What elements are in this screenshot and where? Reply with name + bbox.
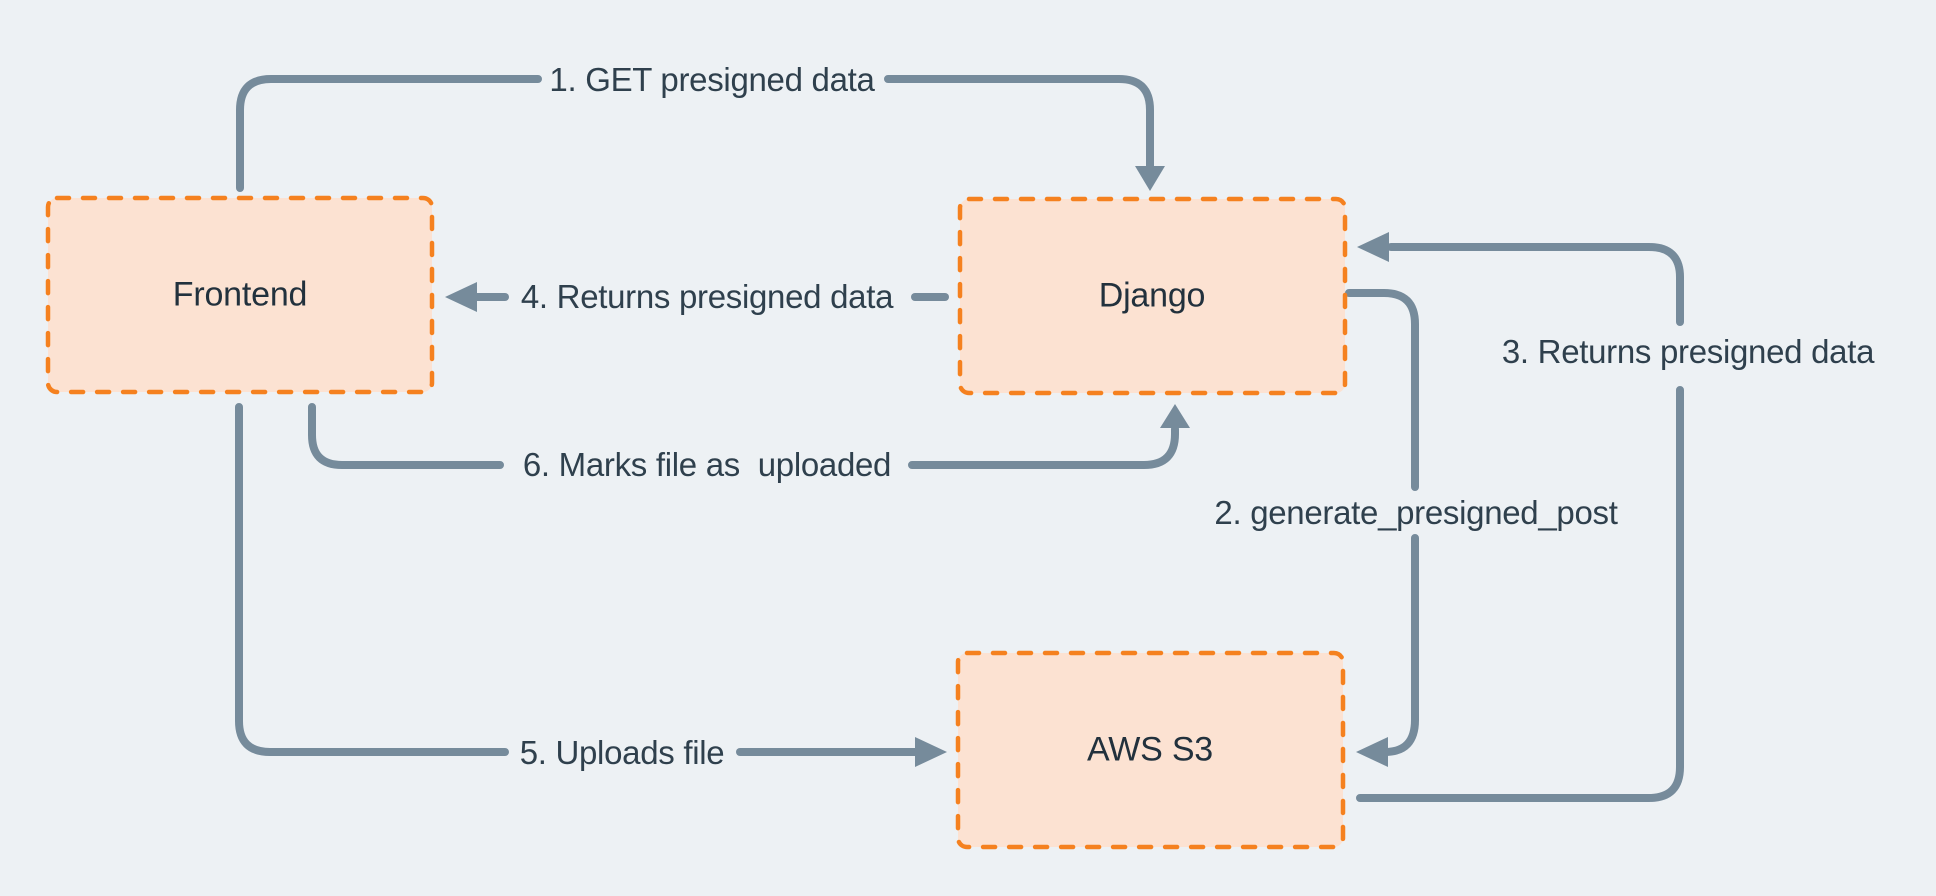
edge-3-returns-presigned-data xyxy=(1356,232,1684,802)
edge-1-arrowhead xyxy=(1135,166,1165,191)
edge-5-label: 5. Uploads file xyxy=(519,734,725,771)
edge-5-uploads-file xyxy=(235,403,947,767)
node-django-label: Django xyxy=(1098,276,1206,315)
edge-4-arrowhead xyxy=(445,282,477,312)
edge-3-arrowhead xyxy=(1357,232,1389,262)
edge-2-line-end xyxy=(1381,534,1419,756)
edge-6-line-end xyxy=(908,425,1179,469)
edge-4-returns-presigned-data xyxy=(445,282,949,312)
edge-4-label: 4. Returns presigned data xyxy=(520,278,894,315)
edge-2-line-start xyxy=(1345,289,1419,491)
node-aws-s3-label: AWS S3 xyxy=(1086,730,1214,769)
edge-2-generate-presigned-post xyxy=(1345,289,1419,767)
node-frontend-label: Frontend xyxy=(172,275,308,314)
edge-6-marks-file-uploaded xyxy=(308,403,1190,469)
edge-3-line-start xyxy=(1356,386,1684,802)
edge-2-label: 2. generate_presigned_post xyxy=(1214,494,1618,531)
edge-1-line-end xyxy=(884,75,1154,171)
node-django-box xyxy=(957,196,1348,396)
edge-3-line-end xyxy=(1387,243,1684,326)
edge-6-label: 6. Marks file as uploaded xyxy=(522,446,892,483)
node-frontend-box xyxy=(45,195,435,395)
edge-1-get-presigned-data xyxy=(236,75,1165,192)
edge-5-arrowhead xyxy=(915,737,947,767)
edge-3-label: 3. Returns presigned data xyxy=(1501,333,1875,370)
edge-1-line-start xyxy=(236,75,542,192)
edge-6-arrowhead xyxy=(1160,404,1190,428)
edge-5-line-start xyxy=(235,403,509,756)
node-aws-s3-box xyxy=(955,650,1346,850)
edge-1-label: 1. GET presigned data xyxy=(549,61,875,98)
edge-6-line-start xyxy=(308,403,504,469)
edge-2-arrowhead xyxy=(1356,737,1388,767)
